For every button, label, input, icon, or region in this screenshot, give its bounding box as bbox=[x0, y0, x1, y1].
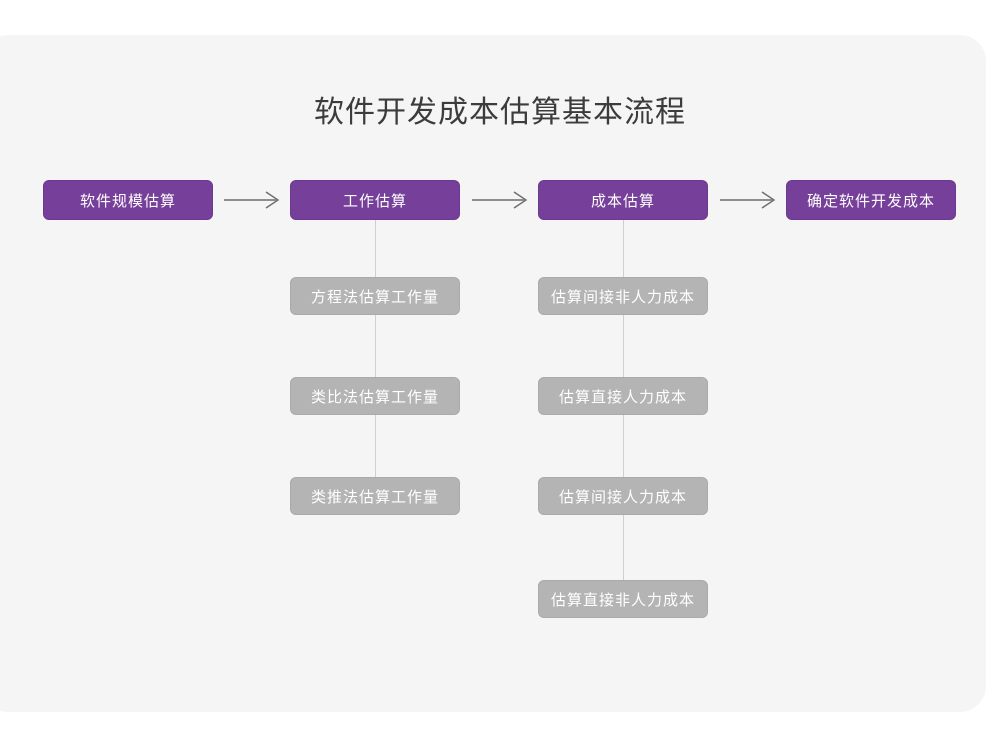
connector-line-stage-2 bbox=[375, 220, 376, 482]
flow-node-label: 工作估算 bbox=[342, 191, 407, 210]
substep-node-stage-3-4[interactable]: 估算直接非人力成本 bbox=[538, 580, 708, 618]
substep-node-label: 类比法估算工作量 bbox=[310, 387, 439, 406]
substep-node-label: 类推法估算工作量 bbox=[310, 487, 439, 506]
flow-node-label: 确定软件开发成本 bbox=[806, 191, 935, 210]
substep-node-label: 估算间接人力成本 bbox=[558, 487, 687, 506]
diagram-card bbox=[0, 35, 986, 712]
flow-node-stage-2[interactable]: 工作估算 bbox=[290, 180, 460, 220]
substep-node-stage-2-2[interactable]: 类比法估算工作量 bbox=[290, 377, 460, 415]
substep-node-label: 估算直接非人力成本 bbox=[550, 590, 695, 609]
flow-node-stage-4[interactable]: 确定软件开发成本 bbox=[786, 180, 956, 220]
substep-node-stage-2-1[interactable]: 方程法估算工作量 bbox=[290, 277, 460, 315]
substep-node-label: 方程法估算工作量 bbox=[310, 287, 439, 306]
arrow-stage-2-to-stage-3 bbox=[470, 188, 530, 212]
page-title: 软件开发成本估算基本流程 bbox=[314, 95, 686, 130]
substep-node-label: 估算直接人力成本 bbox=[558, 387, 687, 406]
substep-node-stage-3-2[interactable]: 估算直接人力成本 bbox=[538, 377, 708, 415]
flow-node-label: 软件规模估算 bbox=[79, 191, 176, 210]
substep-node-label: 估算间接非人力成本 bbox=[550, 287, 695, 306]
arrow-stage-1-to-stage-2 bbox=[222, 188, 282, 212]
flow-node-label: 成本估算 bbox=[590, 191, 655, 210]
arrow-stage-3-to-stage-4 bbox=[718, 188, 778, 212]
substep-node-stage-3-1[interactable]: 估算间接非人力成本 bbox=[538, 277, 708, 315]
substep-node-stage-2-3[interactable]: 类推法估算工作量 bbox=[290, 477, 460, 515]
flow-node-stage-1[interactable]: 软件规模估算 bbox=[43, 180, 213, 220]
substep-node-stage-3-3[interactable]: 估算间接人力成本 bbox=[538, 477, 708, 515]
flow-node-stage-3[interactable]: 成本估算 bbox=[538, 180, 708, 220]
